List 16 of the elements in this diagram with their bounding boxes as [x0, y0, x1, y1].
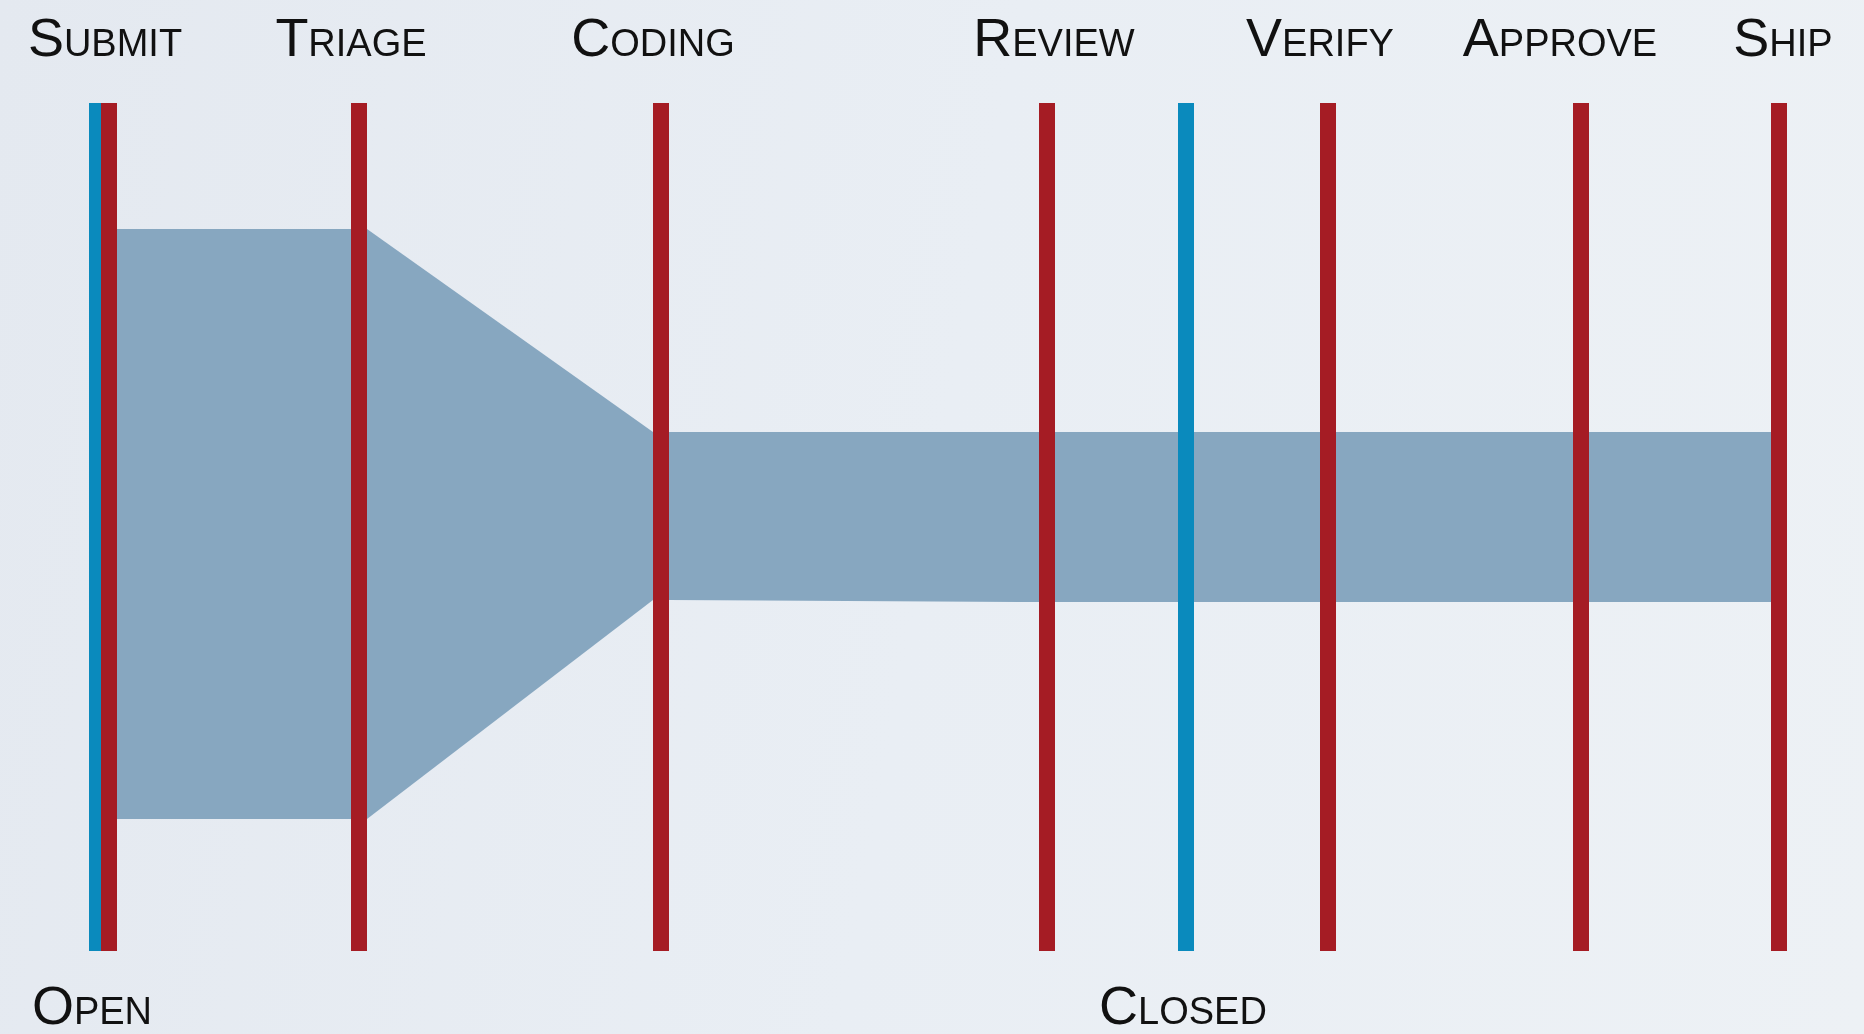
flow-band: [669, 432, 1039, 602]
stage-label: Ship: [1733, 10, 1833, 64]
flow-band: [117, 229, 351, 819]
stage-label: Verify: [1246, 10, 1394, 64]
stage-label: Approve: [1462, 10, 1658, 64]
stage-label: Submit: [27, 10, 183, 64]
flow-band: [1589, 432, 1771, 602]
stage-label: Coding: [571, 10, 735, 64]
flow-band: [367, 229, 653, 819]
stage-label: Closed: [1099, 978, 1267, 1032]
stage-label: Open: [31, 978, 153, 1032]
stage-label: Review: [973, 10, 1135, 64]
flow-band: [1194, 432, 1320, 602]
flow-band: [1336, 432, 1573, 602]
stage-label: Triage: [275, 10, 427, 64]
flow-band: [1055, 432, 1178, 602]
